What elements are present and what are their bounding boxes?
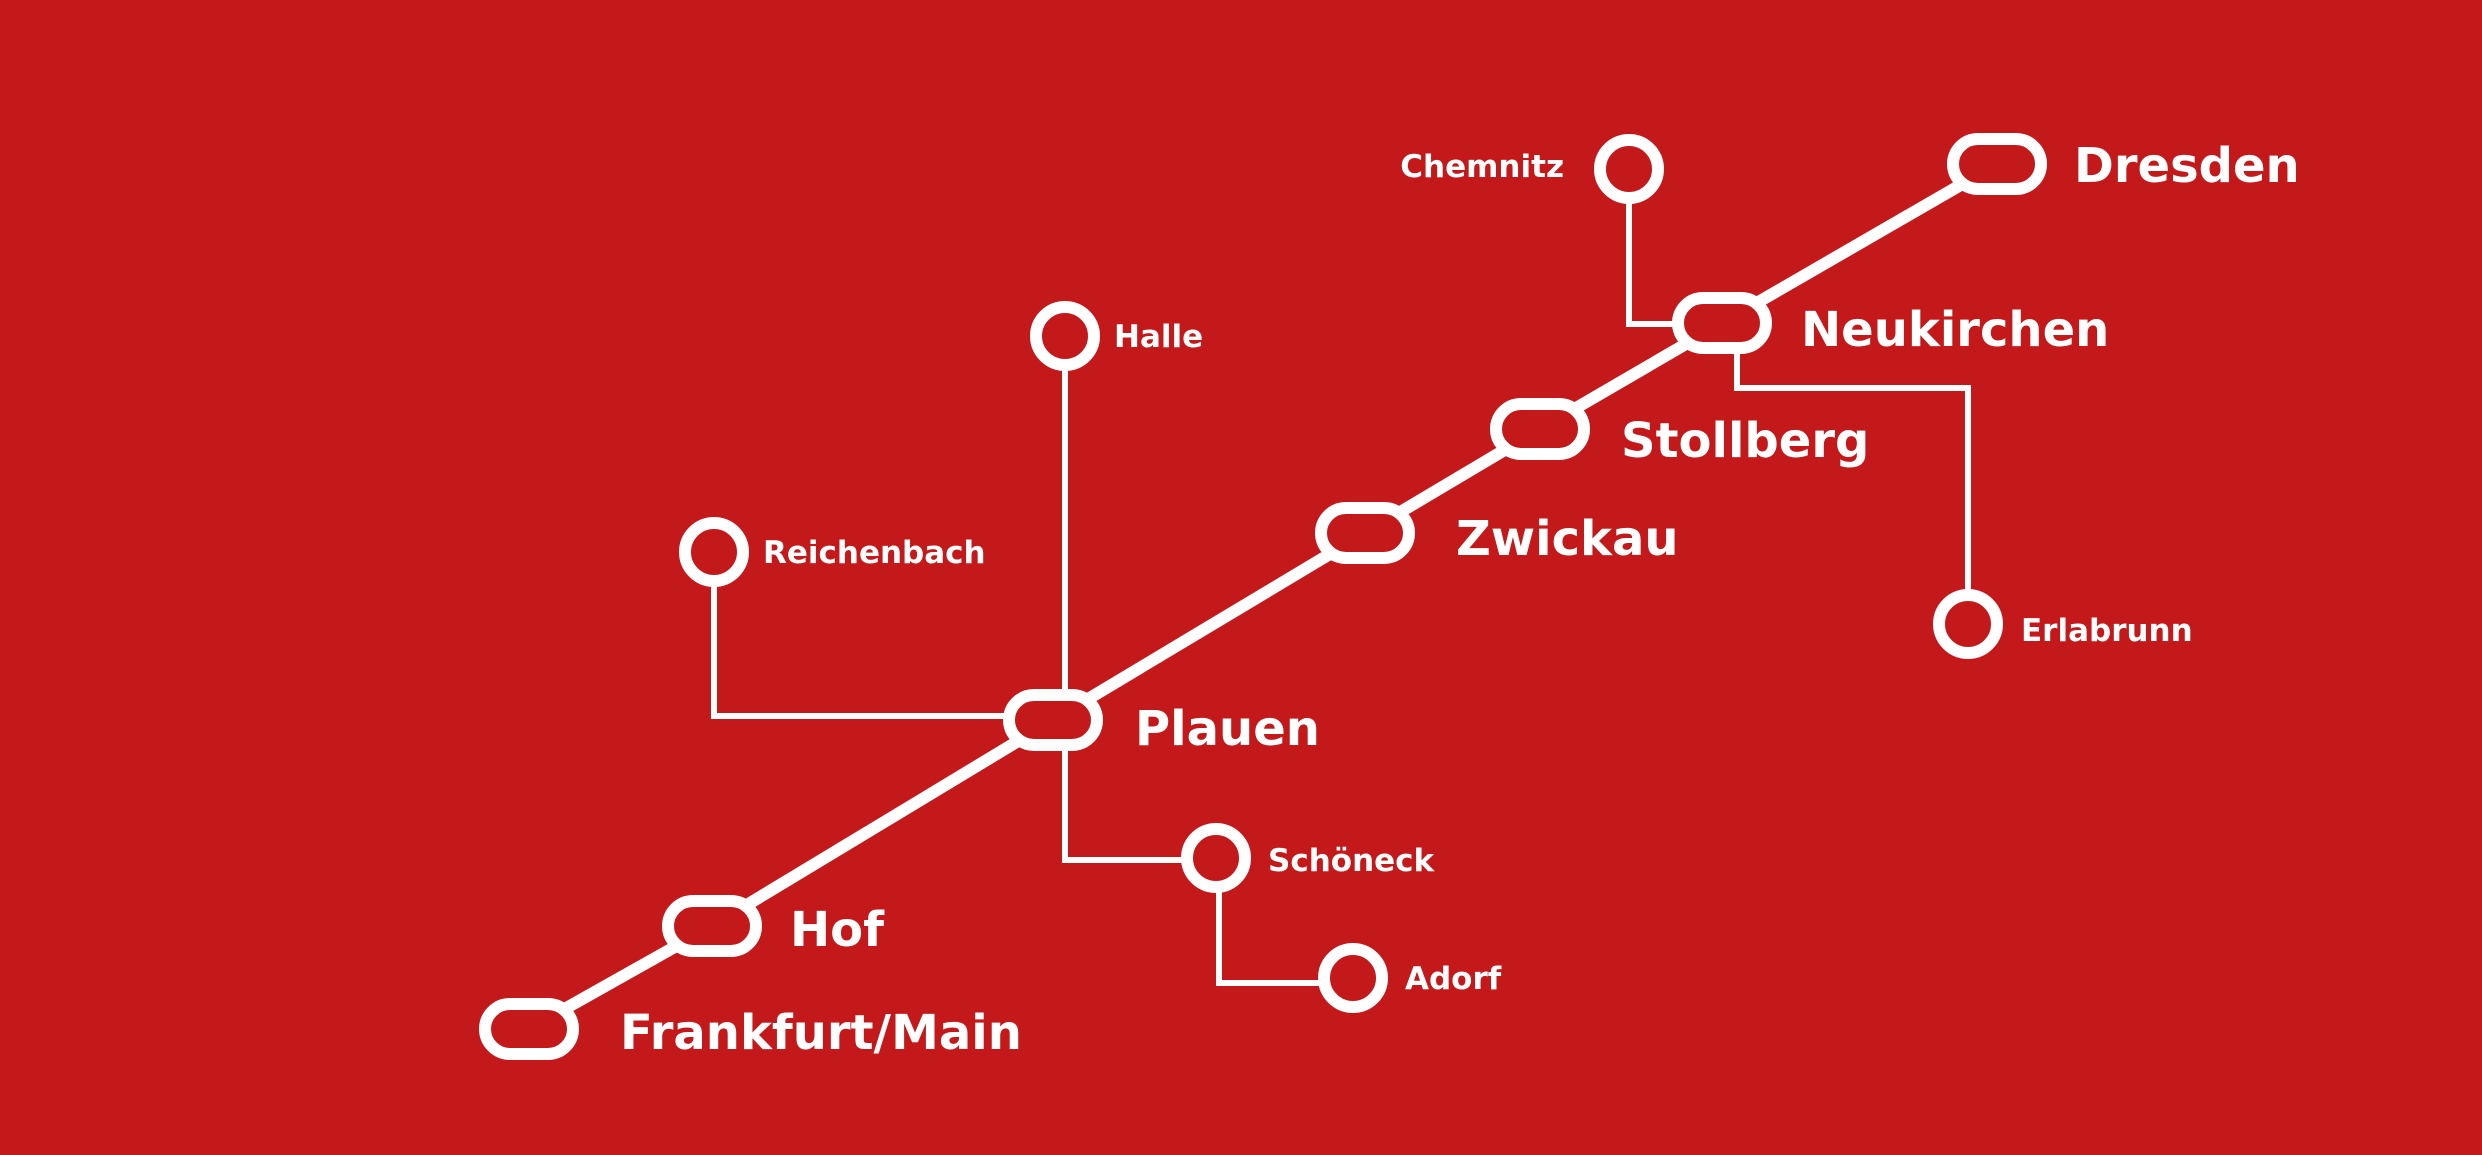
branch-adorf bbox=[1216, 887, 1325, 986]
branch-reichenbach bbox=[711, 581, 1013, 719]
station-marker-schoeneck[interactable] bbox=[1181, 823, 1251, 893]
label-neukirchen: Neukirchen bbox=[1801, 302, 2109, 358]
label-adorf: Adorf bbox=[1405, 961, 1502, 997]
station-marker-dresden[interactable] bbox=[1947, 133, 2047, 195]
label-halle: Halle bbox=[1114, 319, 1203, 355]
branch-erlabrunn bbox=[1734, 351, 1971, 596]
station-marker-reichenbach[interactable] bbox=[679, 517, 749, 587]
station-marker-chemnitz[interactable] bbox=[1594, 134, 1664, 204]
label-zwickau: Zwickau bbox=[1456, 511, 1679, 567]
label-hof: Hof bbox=[790, 902, 885, 958]
label-reichenbach: Reichenbach bbox=[763, 535, 986, 571]
label-chemnitz: Chemnitz bbox=[1400, 149, 1564, 185]
branch-chemnitz bbox=[1626, 198, 1680, 327]
main-line bbox=[526, 158, 2001, 1035]
station-marker-adorf[interactable] bbox=[1318, 943, 1388, 1013]
station-marker-halle[interactable] bbox=[1030, 301, 1100, 371]
station-marker-plauen[interactable] bbox=[1003, 689, 1103, 751]
station-marker-neukirchen[interactable] bbox=[1672, 292, 1772, 354]
station-marker-zwickau[interactable] bbox=[1315, 502, 1415, 564]
branch-schoeneck bbox=[1062, 747, 1188, 863]
station-marker-stollberg[interactable] bbox=[1490, 398, 1590, 460]
label-plauen: Plauen bbox=[1135, 701, 1320, 757]
station-marker-hof[interactable] bbox=[662, 895, 762, 957]
station-marker-frankfurt[interactable] bbox=[479, 998, 579, 1060]
label-dresden: Dresden bbox=[2074, 138, 2300, 194]
station-marker-erlabrunn[interactable] bbox=[1933, 589, 2003, 659]
label-erlabrunn: Erlabrunn bbox=[2021, 613, 2193, 649]
label-frankfurt: Frankfurt/Main bbox=[620, 1005, 1022, 1061]
label-stollberg: Stollberg bbox=[1621, 413, 1869, 469]
label-schoeneck: Schöneck bbox=[1268, 843, 1436, 879]
